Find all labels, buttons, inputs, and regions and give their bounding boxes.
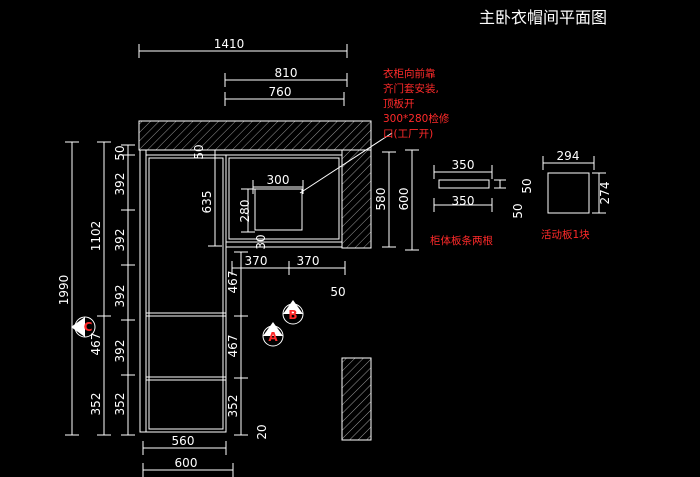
note-line-1: 衣柜向前靠 (383, 67, 436, 80)
part-cabinet-strips: 350 350 50 50 柜体板条两根 (430, 158, 534, 247)
note-line-4: 300*280检修 (383, 112, 450, 125)
dimension-labels: 1410 810 760 1990 1102 467 352 50 392 39… (57, 37, 411, 470)
note-leader-line (299, 132, 393, 194)
walls (138, 120, 372, 441)
dim-inner-370-a: 370 (245, 254, 268, 268)
note-line-3: 顶板开 (383, 97, 415, 110)
dim-inner-50: 50 (192, 144, 206, 159)
cabinet-body (139, 149, 343, 433)
part1-caption: 柜体板条两根 (430, 234, 493, 247)
wall-top (138, 120, 372, 151)
dim-seg-392-b: 392 (113, 229, 127, 252)
dim-right-600: 600 (397, 188, 411, 211)
dimension-lines (65, 44, 419, 477)
dim-bottom-600: 600 (175, 456, 198, 470)
dim-seg-352: 352 (113, 393, 127, 416)
dim-mid-467-b: 467 (226, 335, 240, 358)
dim-seg-50: 50 (113, 145, 127, 160)
wall-right (341, 149, 372, 249)
part2-dim-294: 294 (557, 149, 580, 163)
part1-dim-350-top: 350 (452, 158, 475, 172)
dim-seg-392-c: 392 (113, 285, 127, 308)
section-marker-b: B (282, 300, 304, 325)
dim-top-760: 760 (269, 85, 292, 99)
dim-mid-467-a: 467 (226, 271, 240, 294)
dim-panel-300: 300 (267, 173, 290, 187)
dim-bottom-560: 560 (172, 434, 195, 448)
dim-left-overall: 1990 (57, 275, 71, 306)
drawing-title: 主卧衣帽间平面图 (479, 8, 607, 27)
dim-seg-392-d: 392 (113, 340, 127, 363)
dim-float-50: 50 (330, 285, 345, 299)
dim-top-overall: 1410 (214, 37, 245, 51)
note-line-5: 口(工厂开) (383, 128, 433, 140)
dim-inner-635: 635 (200, 191, 214, 214)
dim-left-467: 467 (89, 333, 103, 356)
dim-right-580: 580 (374, 188, 388, 211)
section-marker-c: C (71, 316, 96, 338)
dim-top-810: 810 (275, 66, 298, 80)
part1-dim-50: 50 (520, 178, 534, 193)
dim-inner-30: 30 (254, 234, 268, 249)
dim-bottom-20: 20 (255, 424, 269, 439)
dim-left-352: 352 (89, 393, 103, 416)
part2-caption: 活动板1块 (541, 228, 590, 241)
part-movable-board: 294 274 活动板1块 (541, 149, 612, 241)
marker-a-label: A (268, 330, 278, 344)
dim-inner-370-b: 370 (297, 254, 320, 268)
section-marker-a: A (262, 322, 284, 347)
dim-seg-392-a: 392 (113, 173, 127, 196)
dim-panel-280: 280 (238, 200, 252, 223)
access-panel-note: 衣柜向前靠 齐门套安装, 顶板开 300*280检修 口(工厂开) (383, 67, 450, 140)
dim-left-1102: 1102 (89, 221, 103, 252)
part2-dim-274: 274 (598, 182, 612, 205)
dim-mid-352: 352 (226, 395, 240, 418)
note-line-2: 齐门套安装, (383, 82, 439, 95)
part1-dim-350-bottom: 350 (452, 194, 475, 208)
wall-stub (341, 357, 372, 441)
marker-b-label: B (288, 308, 297, 322)
part-mid-dim-50: 50 (511, 203, 525, 218)
marker-c-label: C (84, 320, 93, 334)
